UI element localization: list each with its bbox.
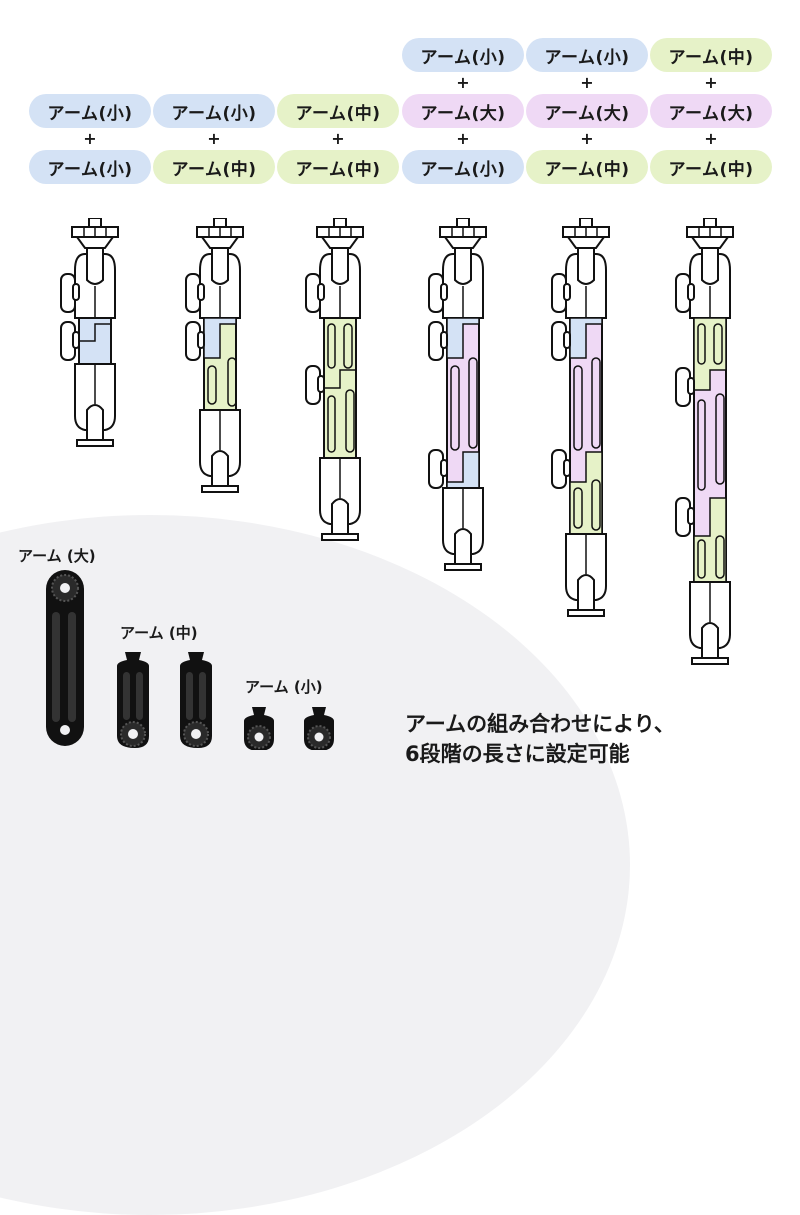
combo-4-labels: アーム(小) + アーム(大) + アーム(小) [402, 38, 524, 184]
arm-large-part [46, 570, 84, 746]
plus-sign: + [83, 129, 97, 148]
pill-medium: アーム(中) [650, 150, 772, 184]
arm-medium-part-2 [180, 652, 212, 748]
plus-sign: + [704, 73, 718, 92]
plus-sign: + [704, 129, 718, 148]
arm-diagram-medium-large-medium [675, 218, 734, 665]
caption-line-1: アームの組み合わせにより、 [405, 712, 675, 736]
pill-small: アーム(小) [29, 94, 151, 128]
label-arm-large: アーム (大) [18, 547, 96, 565]
pill-small: アーム(小) [526, 38, 648, 72]
arm-diagram-medium-medium [305, 218, 364, 541]
plus-sign: + [580, 73, 594, 92]
arm-medium-part-1 [117, 652, 149, 748]
arm-diagram-small-medium [185, 218, 244, 493]
combo-1-labels: アーム(小) + アーム(小) [29, 94, 151, 184]
arm-diagram-small-large-medium [551, 218, 610, 617]
arm-diagram-small-small [60, 218, 119, 447]
arm-small-part-2 [304, 707, 334, 750]
pill-medium: アーム(中) [526, 150, 648, 184]
arm-small-part-1 [244, 707, 274, 750]
pill-large: アーム(大) [402, 94, 524, 128]
plus-sign: + [456, 129, 470, 148]
label-arm-small: アーム (小) [245, 678, 323, 696]
plus-sign: + [207, 129, 221, 148]
label-arm-medium: アーム (中) [120, 624, 198, 642]
pill-small: アーム(小) [153, 94, 275, 128]
pill-large: アーム(大) [650, 94, 772, 128]
pill-medium: アーム(中) [650, 38, 772, 72]
combo-3-labels: アーム(中) + アーム(中) [277, 94, 399, 184]
pill-small: アーム(小) [29, 150, 151, 184]
plus-sign: + [580, 129, 594, 148]
caption: アームの組み合わせにより、 6段階の長さに設定可能 [405, 709, 675, 769]
combo-2-labels: アーム(小) + アーム(中) [153, 94, 275, 184]
caption-line-2: 6段階の長さに設定可能 [405, 742, 630, 766]
pill-medium: アーム(中) [277, 94, 399, 128]
plus-sign: + [331, 129, 345, 148]
pill-large: アーム(大) [526, 94, 648, 128]
pill-medium: アーム(中) [277, 150, 399, 184]
arm-diagram-small-large-small [428, 218, 487, 571]
pill-medium: アーム(中) [153, 150, 275, 184]
plus-sign: + [456, 73, 470, 92]
pill-small: アーム(小) [402, 150, 524, 184]
arm-parts-photo [46, 570, 334, 750]
combo-6-labels: アーム(中) + アーム(大) + アーム(中) [650, 38, 772, 184]
pill-small: アーム(小) [402, 38, 524, 72]
combo-5-labels: アーム(小) + アーム(大) + アーム(中) [526, 38, 648, 184]
